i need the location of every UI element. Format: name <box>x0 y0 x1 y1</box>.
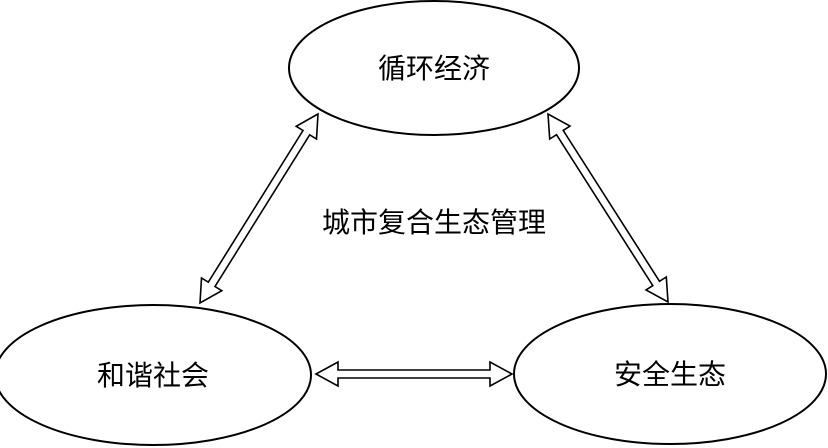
node-top: 循环经济 <box>288 0 580 136</box>
node-right: 安全生态 <box>513 303 827 445</box>
center-label: 城市复合生态管理 <box>322 206 546 239</box>
arrow-top-left <box>199 112 319 305</box>
node-right-ellipse <box>513 303 827 445</box>
arrow-top-right <box>547 112 669 304</box>
node-left-ellipse <box>0 304 312 446</box>
node-left: 和谐社会 <box>0 304 312 446</box>
node-top-label: 循环经济 <box>378 52 490 85</box>
arrow-left-right <box>314 360 514 388</box>
node-right-label: 安全生态 <box>614 358 726 391</box>
node-left-label: 和谐社会 <box>97 359 209 392</box>
arrows-group <box>199 112 669 388</box>
node-top-ellipse <box>288 0 580 136</box>
